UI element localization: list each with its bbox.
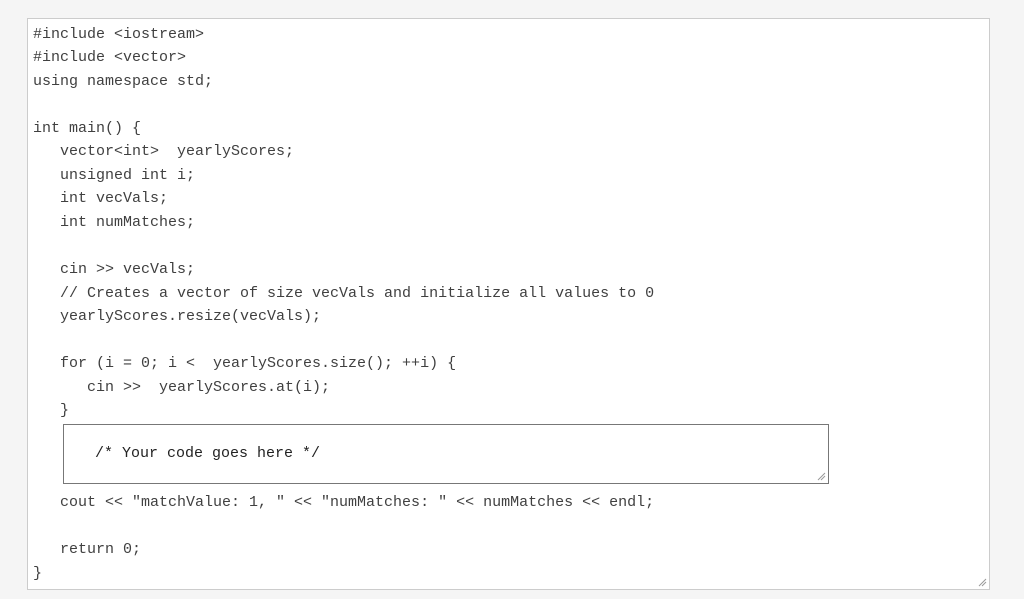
code-line: #include <vector> (33, 49, 187, 66)
code-line: int vecVals; (33, 190, 169, 207)
code-line: } (33, 402, 70, 419)
code-line: vector<int> yearlyScores; (33, 143, 295, 160)
code-line: return 0; (33, 541, 142, 558)
code-line: } (33, 565, 43, 582)
code-line: int numMatches; (33, 214, 196, 231)
code-line: cin >> vecVals; (33, 261, 196, 278)
answer-placeholder: /* Your code goes here */ (95, 445, 321, 462)
resize-grip-icon[interactable] (977, 577, 987, 587)
code-line: using namespace std; (33, 73, 214, 90)
answer-textarea[interactable]: /* Your code goes here */ (63, 424, 829, 484)
code-line: cin >> yearlyScores.at(i); (33, 379, 331, 396)
code-line: #include <iostream> (33, 26, 205, 43)
code-line: cout << "matchValue: 1, " << "numMatches… (33, 494, 655, 511)
resize-grip-icon[interactable] (816, 471, 826, 481)
code-line: unsigned int i; (33, 167, 196, 184)
code-line: int main() { (33, 120, 142, 137)
code-line: for (i = 0; i < yearlyScores.size(); ++i… (33, 355, 457, 372)
top-bar (0, 0, 1024, 18)
code-line: yearlyScores.resize(vecVals); (33, 308, 322, 325)
code-comment-line: // Creates a vector of size vecVals and … (33, 285, 655, 302)
code-editor[interactable]: #include <iostream> #include <vector> us… (27, 18, 990, 590)
code-body: #include <iostream> #include <vector> us… (28, 19, 989, 589)
